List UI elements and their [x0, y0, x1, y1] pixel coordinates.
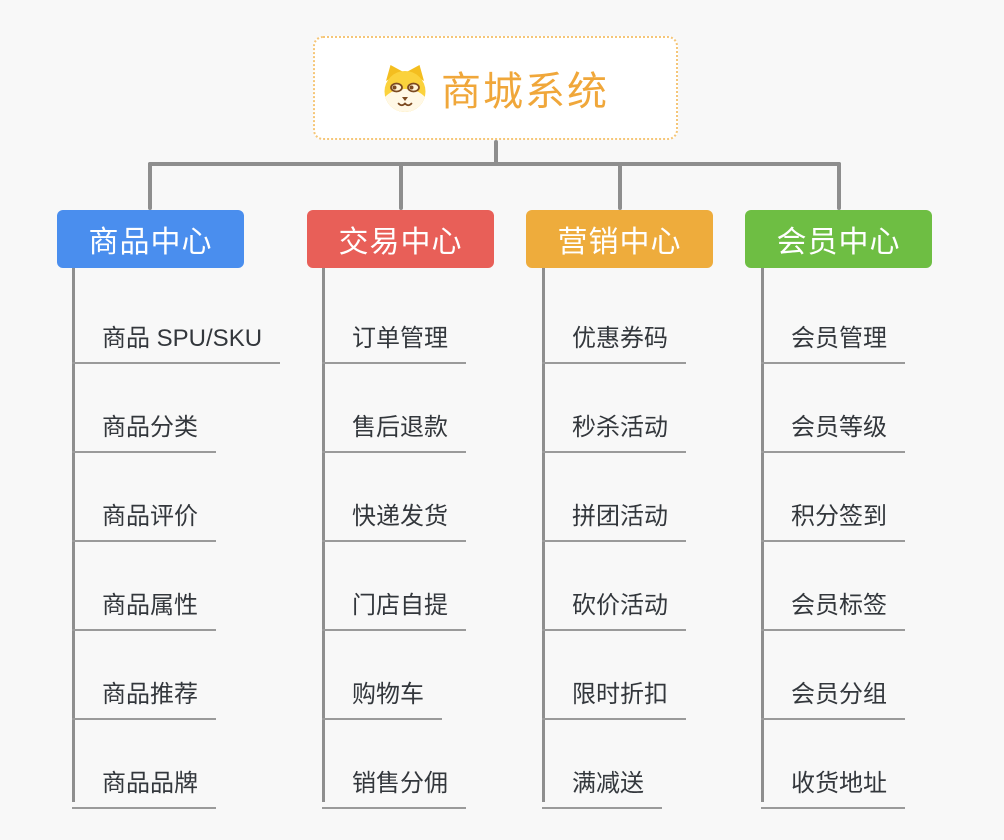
connector-drop-product-center — [148, 162, 152, 210]
branch-children-connector — [542, 268, 545, 802]
branch-item[interactable]: 销售分佣 — [322, 754, 466, 809]
branch-item[interactable]: 拼团活动 — [542, 487, 686, 542]
branch-item[interactable]: 售后退款 — [322, 398, 466, 453]
root-node-mall-system[interactable]: 商城系统 — [313, 36, 678, 140]
branch-node-member-center[interactable]: 会员中心 — [745, 210, 932, 268]
branch-item[interactable]: 会员标签 — [761, 576, 905, 631]
branch-item[interactable]: 商品分类 — [72, 398, 216, 453]
branch-children-connector — [72, 268, 75, 802]
dog-face-icon — [382, 63, 428, 113]
branch-item[interactable]: 商品品牌 — [72, 754, 216, 809]
branch-item[interactable]: 砍价活动 — [542, 576, 686, 631]
branch-node-trade-center[interactable]: 交易中心 — [307, 210, 494, 268]
branch-item[interactable]: 满减送 — [542, 754, 662, 809]
branch-item[interactable]: 快递发货 — [322, 487, 466, 542]
branch-node-product-center[interactable]: 商品中心 — [57, 210, 244, 268]
branch-item[interactable]: 会员管理 — [761, 309, 905, 364]
root-title: 商城系统 — [441, 70, 609, 114]
branch-item[interactable]: 商品属性 — [72, 576, 216, 631]
branch-item[interactable]: 门店自提 — [322, 576, 466, 631]
branch-item[interactable]: 购物车 — [322, 665, 442, 720]
connector-drop-member-center — [837, 162, 841, 210]
branch-children-connector — [322, 268, 325, 802]
branch-item[interactable]: 订单管理 — [322, 309, 466, 364]
branch-item[interactable]: 商品评价 — [72, 487, 216, 542]
connector-drop-trade-center — [399, 162, 403, 210]
branch-item[interactable]: 限时折扣 — [542, 665, 686, 720]
branch-children-connector — [761, 268, 764, 802]
branch-item[interactable]: 优惠券码 — [542, 309, 686, 364]
branch-item[interactable]: 积分签到 — [761, 487, 905, 542]
connector-horizontal-rail — [148, 162, 841, 166]
connector-root-trunk — [494, 140, 498, 166]
branch-item[interactable]: 商品推荐 — [72, 665, 216, 720]
branch-node-marketing-center[interactable]: 营销中心 — [526, 210, 713, 268]
branch-item[interactable]: 会员分组 — [761, 665, 905, 720]
branch-item[interactable]: 收货地址 — [761, 754, 905, 809]
connector-drop-marketing-center — [618, 162, 622, 210]
branch-item[interactable]: 秒杀活动 — [542, 398, 686, 453]
branch-item[interactable]: 会员等级 — [761, 398, 905, 453]
branch-item[interactable]: 商品 SPU/SKU — [72, 309, 281, 364]
